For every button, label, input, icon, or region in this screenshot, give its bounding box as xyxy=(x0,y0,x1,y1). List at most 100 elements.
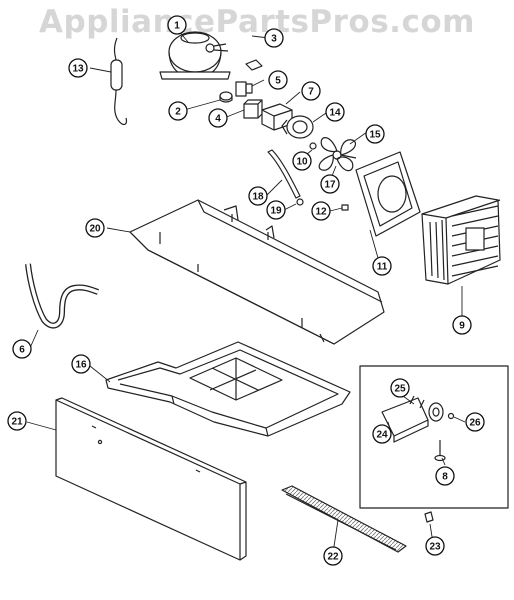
callout-4: 4 xyxy=(208,108,228,128)
callout-circle xyxy=(301,81,321,101)
callout-circle xyxy=(425,536,445,556)
callout-circle xyxy=(465,412,485,432)
callout-circle xyxy=(323,546,343,566)
relay-part xyxy=(235,81,253,97)
callout-2: 2 xyxy=(168,101,188,121)
callout-circle xyxy=(372,256,392,276)
callout-number: 18 xyxy=(252,192,264,203)
callout-12: 12 xyxy=(311,201,331,221)
callout-circle xyxy=(12,339,32,359)
callout-number: 25 xyxy=(394,384,406,395)
callout-number: 26 xyxy=(469,418,481,429)
callout-3: 3 xyxy=(264,28,284,48)
callout-number: 11 xyxy=(377,262,388,273)
callout-circle xyxy=(268,70,288,90)
callout-number: 19 xyxy=(270,206,282,217)
callout-number: 14 xyxy=(329,108,341,119)
callout-24: 24 xyxy=(372,424,392,444)
screw-12-part xyxy=(341,204,349,211)
callout-circle xyxy=(452,315,472,335)
screw-19-part xyxy=(296,198,304,206)
callout-circle xyxy=(7,411,27,431)
compressor-part xyxy=(159,31,231,80)
callout-circle xyxy=(372,424,392,444)
fan-motor-part xyxy=(281,115,314,139)
callout-26: 26 xyxy=(465,412,485,432)
callout-circle xyxy=(365,124,385,144)
callout-5: 5 xyxy=(268,70,288,90)
callout-number: 22 xyxy=(327,552,339,563)
callout-number: 8 xyxy=(442,472,448,483)
callout-number: 23 xyxy=(429,542,441,553)
callout-19: 19 xyxy=(266,200,286,220)
callout-number: 13 xyxy=(72,64,84,75)
toe-grille-panel-part xyxy=(55,397,247,561)
fan-shroud-part xyxy=(355,151,421,237)
callout-number: 4 xyxy=(215,114,221,125)
callout-circle xyxy=(292,151,312,171)
callout-circle xyxy=(168,101,188,121)
callout-16: 16 xyxy=(71,354,91,374)
clip-26-part xyxy=(447,412,455,420)
callout-circle xyxy=(208,108,228,128)
callout-1: 1 xyxy=(167,15,187,35)
callout-number: 3 xyxy=(271,34,277,45)
cam-part xyxy=(428,402,444,422)
callout-8: 8 xyxy=(435,466,455,486)
base-pan-part xyxy=(129,199,385,345)
drain-hose-part xyxy=(25,263,99,329)
callout-20: 20 xyxy=(85,218,105,238)
kick-plate-part xyxy=(281,485,407,553)
grommet-part xyxy=(219,91,233,103)
callout-number: 17 xyxy=(324,180,336,191)
callout-number: 24 xyxy=(376,430,388,441)
callout-22: 22 xyxy=(323,546,343,566)
callout-23: 23 xyxy=(425,536,445,556)
callout-10: 10 xyxy=(292,151,312,171)
callout-circle xyxy=(390,378,410,398)
callout-13: 13 xyxy=(68,58,88,78)
callout-number: 21 xyxy=(11,417,23,428)
callout-circle xyxy=(167,15,187,35)
callout-number: 1 xyxy=(174,21,180,32)
drier-tube-part xyxy=(110,37,128,126)
inset-box xyxy=(359,365,509,509)
probe-part xyxy=(434,440,446,462)
callout-number: 12 xyxy=(315,207,327,218)
motor-bracket-part xyxy=(267,149,301,199)
callout-labels: 1234567891011121314151617181920212223242… xyxy=(7,15,485,566)
callout-14: 14 xyxy=(325,102,345,122)
callout-number: 10 xyxy=(296,157,308,168)
callout-circle xyxy=(325,102,345,122)
callout-6: 6 xyxy=(12,339,32,359)
callout-circle xyxy=(435,466,455,486)
callout-circle xyxy=(85,218,105,238)
callout-number: 16 xyxy=(75,360,87,371)
fan-nut-part xyxy=(309,142,317,150)
overload-part xyxy=(243,99,263,119)
drain-tray-part xyxy=(105,341,351,437)
clip-part xyxy=(245,59,263,71)
callout-number: 7 xyxy=(308,87,314,98)
callout-15: 15 xyxy=(365,124,385,144)
callout-9: 9 xyxy=(452,315,472,335)
callout-circle xyxy=(320,174,340,194)
callout-11: 11 xyxy=(372,256,392,276)
callout-number: 20 xyxy=(89,224,101,235)
callout-17: 17 xyxy=(320,174,340,194)
callout-circle xyxy=(266,200,286,220)
callout-18: 18 xyxy=(248,186,268,206)
callout-circle xyxy=(311,201,331,221)
callout-number: 15 xyxy=(369,130,381,141)
callout-21: 21 xyxy=(7,411,27,431)
callout-number: 6 xyxy=(19,345,25,356)
callout-circle xyxy=(68,58,88,78)
fan-blade-part xyxy=(318,137,357,172)
condenser-coil-part xyxy=(421,195,501,285)
callout-number: 5 xyxy=(275,76,281,87)
callout-7: 7 xyxy=(301,81,321,101)
callout-number: 9 xyxy=(459,321,465,332)
callout-circle xyxy=(248,186,268,206)
